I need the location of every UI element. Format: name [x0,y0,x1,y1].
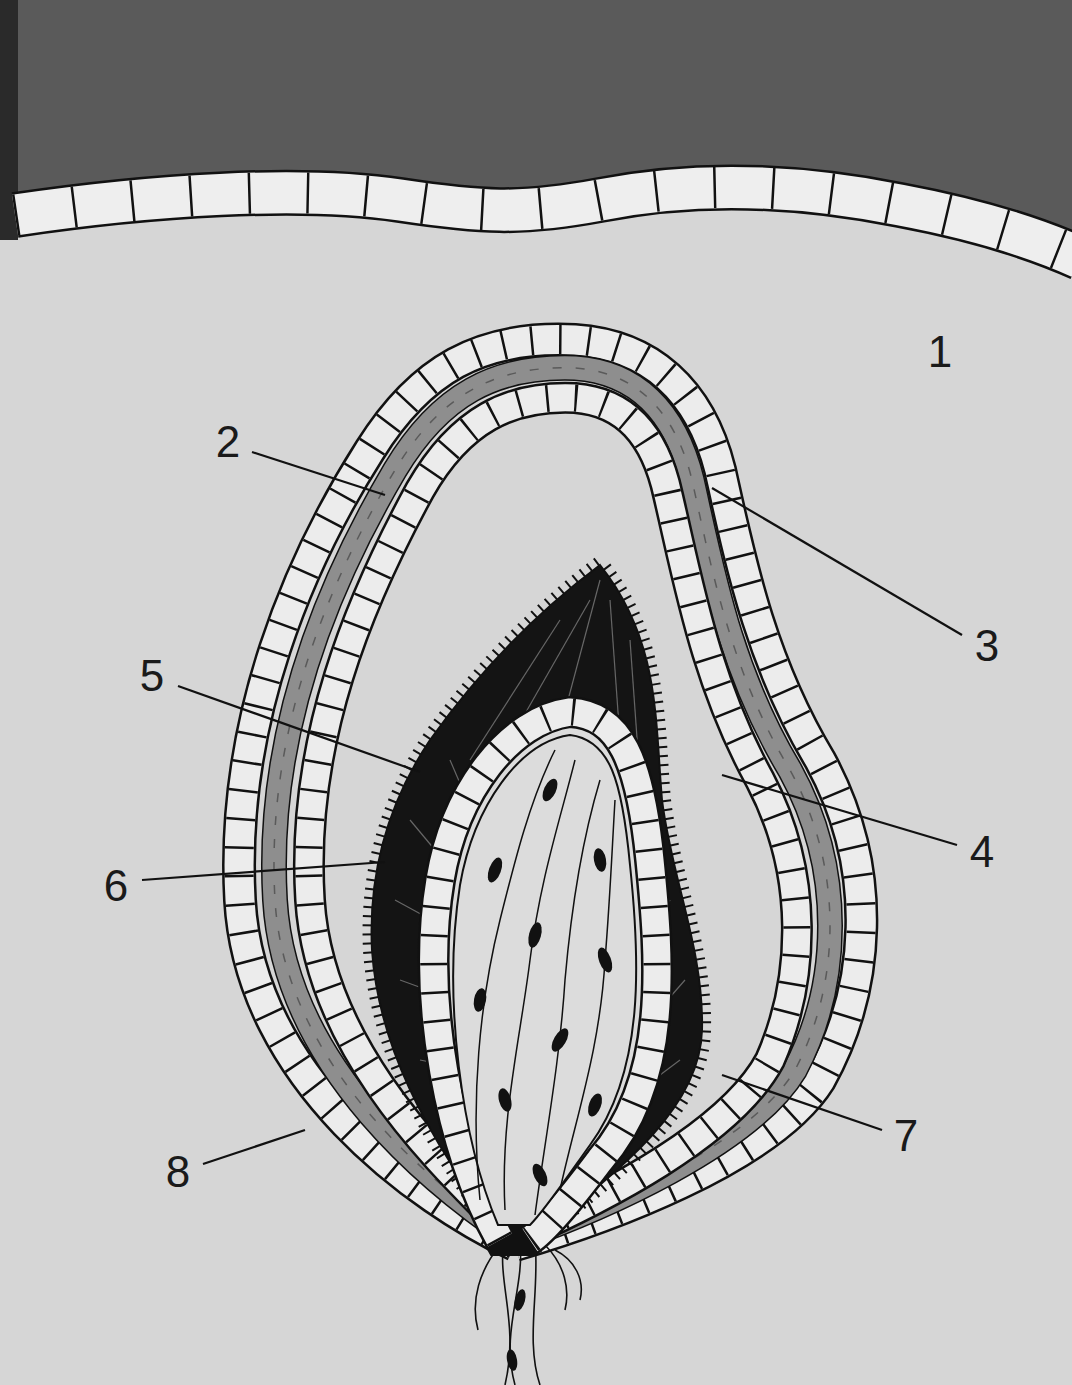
dermal-papilla [434,712,657,1372]
callout-number: 5 [140,654,164,698]
leader-line [712,488,962,635]
leader-line [203,1130,305,1164]
leader-line [142,862,385,880]
papilla-stem [475,1235,581,1385]
callout-number: 2 [216,420,240,464]
outer-root-sheath [239,340,861,1245]
callout-number: 3 [975,624,999,668]
inner-root-sheath [309,398,797,1238]
callout-number: 1 [928,330,952,374]
epidermis-cells [15,187,1072,258]
leader-line [722,1075,882,1130]
leader-line [178,686,420,772]
callout-number: 8 [166,1150,190,1194]
callout-number: 7 [894,1114,918,1158]
callout-number: 6 [104,864,128,908]
leader-lines [142,452,962,1164]
leader-line [722,775,957,845]
callout-number: 4 [970,830,994,874]
leader-line [252,452,385,495]
hair-shaft [372,565,703,1245]
connective-sheath [274,368,830,1240]
